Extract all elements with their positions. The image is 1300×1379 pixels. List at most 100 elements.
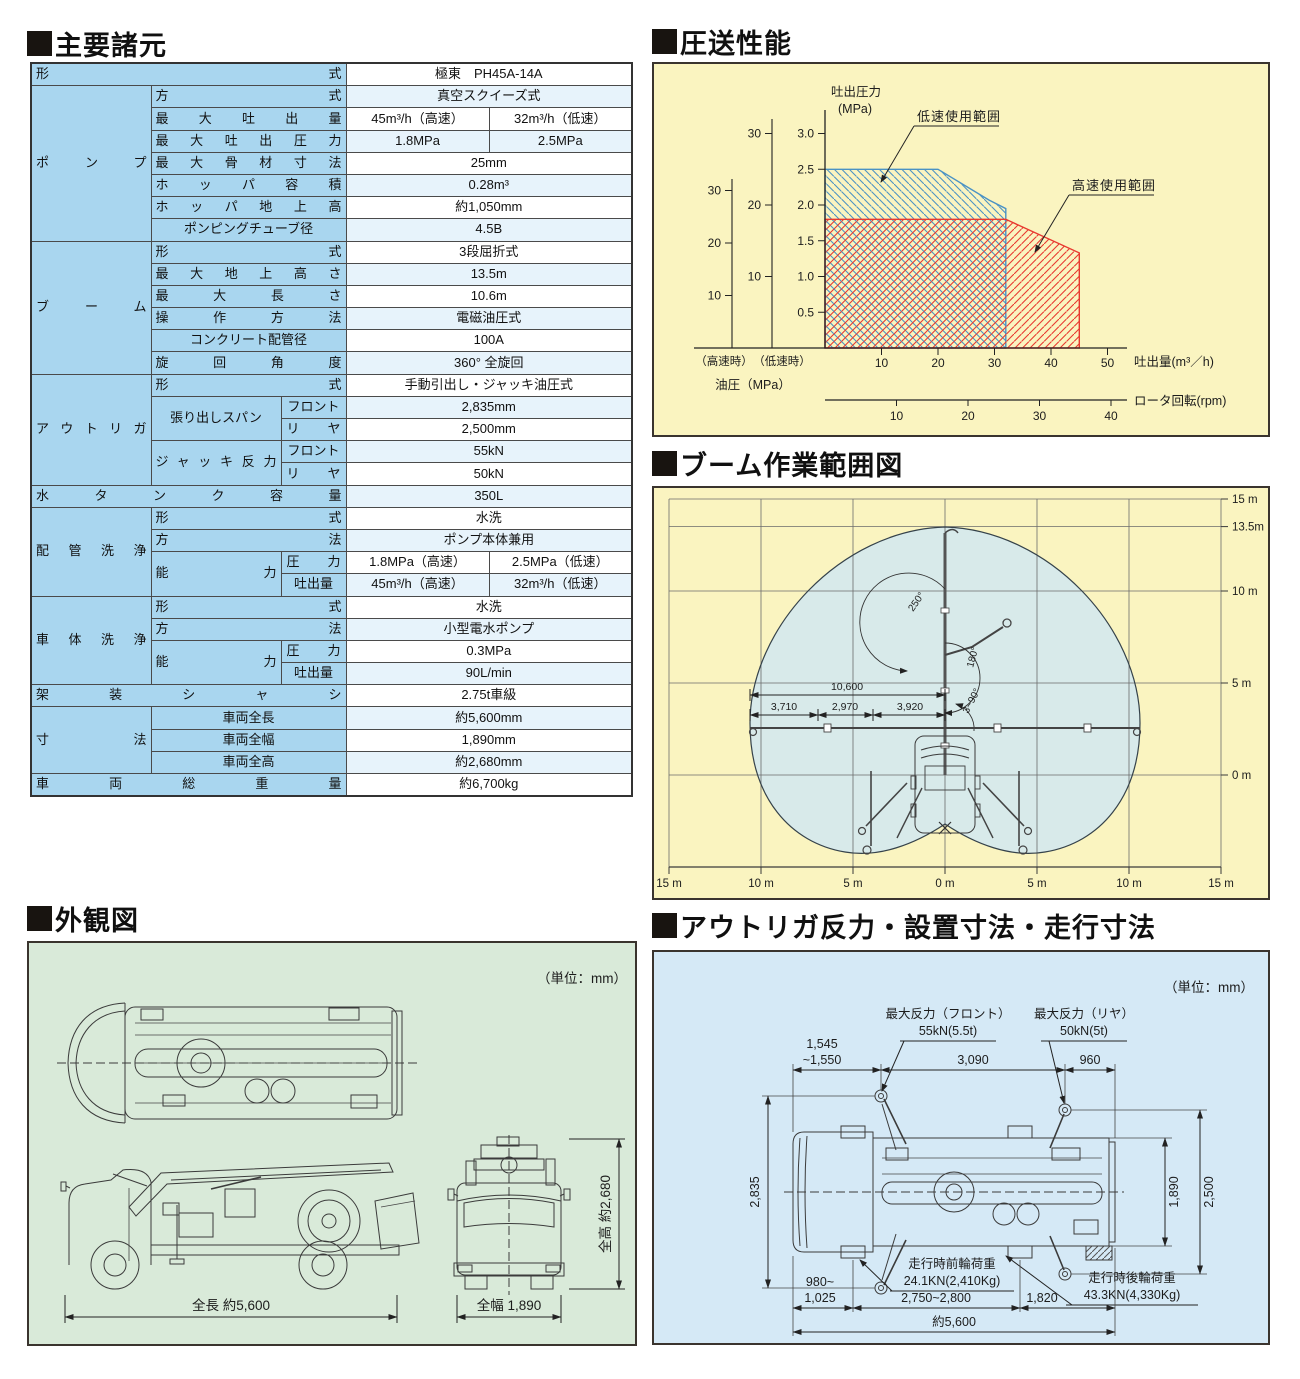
section-title-text: 圧送性能 — [680, 29, 792, 59]
section-bullet-icon — [27, 31, 52, 56]
section-title-text: 主要諸元 — [55, 31, 167, 61]
section-bullet-icon — [652, 29, 677, 54]
spec-value-cell: 約6,700kg — [345, 773, 633, 797]
boom-y-tick-label: 5 m — [1232, 678, 1251, 690]
spec-label-cell: ジャッキ反力 — [150, 440, 282, 486]
spec-label-cell: 吐出量 — [280, 662, 347, 686]
boom-y-tick-label: 15 m — [1232, 494, 1258, 506]
spec-label-cell: 圧力 — [280, 639, 347, 664]
rpm-tick-label: 10 — [890, 409, 904, 423]
boom-dim-seg2: 2,970 — [832, 701, 858, 713]
x-tick-label: 20 — [931, 356, 945, 370]
spec-value-cell: 4.5B — [345, 218, 633, 242]
x-axis-title: 吐出量(m³／h) — [1134, 355, 1214, 369]
rear-axle-value: 43.3KN(4,330Kg) — [1084, 1288, 1181, 1302]
dim-front-overhang-2: 1,025 — [804, 1291, 835, 1305]
x-tick-label: 30 — [988, 356, 1002, 370]
dim-rear-jack-to-end: 960 — [1080, 1053, 1101, 1067]
boom-x-tick-label: 5 m — [1027, 878, 1046, 890]
y-axis-title: (MPa) — [838, 102, 872, 116]
dim-rear-jack-width: 2,500 — [1202, 1176, 1216, 1207]
spec-value-cell: 0.28m³ — [345, 173, 633, 198]
spec-label-cell: 能力 — [150, 551, 282, 597]
boom-y-tick-label: 10 m — [1232, 586, 1258, 598]
spec-value-cell: 2,835mm — [345, 395, 633, 420]
spec-value-cell: 32m³/h（低速） — [488, 107, 633, 131]
spec-label-cell: ポンプ — [30, 85, 152, 242]
spec-label-cell: 最大吐出圧力 — [150, 129, 347, 153]
rpm-tick-label: 30 — [1033, 409, 1047, 423]
spec-label-cell: 吐出量 — [280, 573, 347, 597]
spec-table-row: 配管洗浄形式水洗 — [30, 506, 633, 597]
spec-value-cell: ポンプ本体兼用 — [345, 528, 633, 553]
axle-load-labels: 走行時前輪荷重 24.1KN(2,410Kg) 走行時後輪荷重 43.3KN(4… — [859, 1255, 1198, 1306]
front-axle-label: 走行時前輪荷重 — [908, 1256, 996, 1271]
aux-high-tick: 30 — [708, 184, 722, 198]
spec-label-cell: 方法 — [150, 528, 347, 553]
dim-front-overhang-1: 980~ — [806, 1275, 834, 1289]
spec-value-cell: 10.6m — [345, 284, 633, 309]
truck-top-view — [57, 1002, 421, 1124]
spec-label-cell: ホッパ容積 — [150, 173, 347, 198]
y-tick-label: 1.0 — [797, 270, 814, 284]
front-axle-value: 24.1KN(2,410Kg) — [904, 1274, 1001, 1288]
truck-side-view — [60, 1162, 420, 1290]
spec-label-cell: 操作方法 — [150, 307, 347, 331]
bottom-dimensions: 980~ 1,025 2,750~2,800 1,820 約5,600 — [792, 1248, 1116, 1336]
spec-value-cell: 25mm — [345, 151, 633, 175]
spec-table-row: 車両全高約2,680mm — [31, 750, 633, 775]
spec-label-cell: 形式 — [150, 595, 347, 619]
spec-table-row: ポンプ方式真空スクイーズ式 — [30, 85, 633, 242]
aux-high-label: （高速時） — [695, 354, 753, 368]
y-tick-label: 2.5 — [797, 162, 814, 176]
exterior-section-title: 外観図 — [27, 899, 139, 938]
dim-body-width: 1,890 — [1167, 1176, 1181, 1207]
dim-cab-to-jack-2: ~1,550 — [803, 1053, 842, 1067]
spec-table-row: 操作方法電磁油圧式 — [31, 307, 633, 331]
spec-value-cell: 真空スクイーズ式 — [345, 85, 633, 109]
spec-label-cell: 方法 — [150, 617, 347, 641]
spec-value-cell: 2.5MPa — [488, 129, 633, 153]
boom-y-tick-label: 0 m — [1232, 770, 1251, 782]
x-tick-label: 50 — [1101, 356, 1115, 370]
boom-x-tick-label: 15 m — [1208, 878, 1234, 890]
width-dim-label: 全幅 1,890 — [477, 1297, 542, 1313]
outrigger-drawing: （単位：mm） — [748, 980, 1254, 1336]
spec-table-row: 方法小型電水ポンプ — [31, 617, 633, 641]
y-axis-title: 吐出圧力 — [831, 85, 881, 99]
spec-label-cell: ポンピングチューブ径 — [150, 218, 347, 242]
spec-label-cell: 能力 — [150, 639, 282, 686]
spec-value-cell: 極東 PH45A-14A — [345, 62, 633, 87]
spec-label-cell: 最大骨材寸法 — [150, 151, 347, 175]
spec-value-cell: 約1,050mm — [345, 196, 633, 220]
side-dimensions: 2,835 1,890 2,500 — [748, 1095, 1216, 1289]
spec-value-cell: 45m³/h（高速） — [345, 107, 490, 131]
spec-value-cell: 0.3MPa — [345, 639, 633, 664]
exterior-drawing-panel: （単位：mm） — [27, 941, 637, 1346]
truck-front-view — [447, 1135, 571, 1295]
y-tick-label: 2.0 — [797, 198, 814, 212]
spec-label-cell: 水タンク容量 — [30, 484, 347, 508]
rear-reaction-value: 50kN(5t) — [1060, 1024, 1108, 1038]
spec-label-cell: フロント — [280, 440, 347, 464]
spec-table-row: 車体洗浄形式水洗 — [30, 595, 633, 686]
spec-label-cell: リヤ — [280, 417, 347, 442]
spec-value-cell: 水洗 — [345, 506, 633, 530]
boom-x-tick-label: 0 m — [935, 878, 954, 890]
boom-y-tick-label: 13.5m — [1232, 522, 1264, 534]
section-title-text: 外観図 — [55, 906, 139, 936]
boom-range-section-title: ブーム作業範囲図 — [652, 444, 903, 483]
